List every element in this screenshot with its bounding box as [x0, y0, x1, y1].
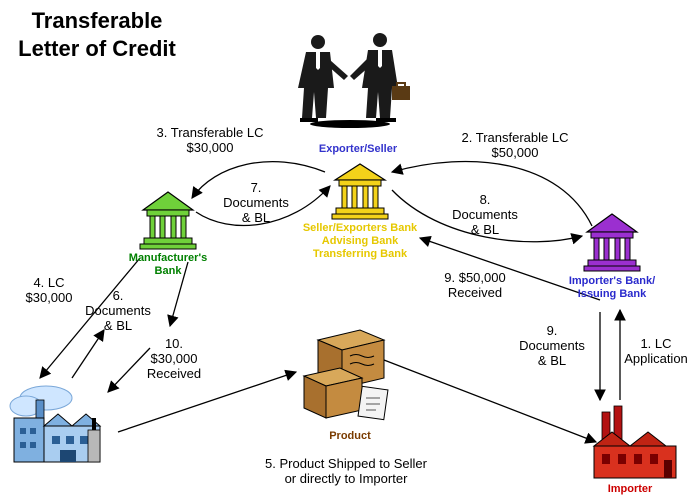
- importer-bank-label-line1: Importer's Bank/: [568, 275, 656, 287]
- manufacturer-bank-label-line1: Manufacturer's: [128, 252, 208, 264]
- flow-arrows: [39, 160, 626, 444]
- diagram-title-line2: Letter of Credit: [18, 36, 176, 61]
- step-6-line2: Documents: [85, 303, 151, 318]
- step-6-line3: & BL: [103, 318, 133, 333]
- importer-bank-label: Importer's Bank/ Issuing Bank: [552, 275, 672, 301]
- importer-label: Importer: [607, 483, 653, 495]
- step-9-documents-label: 9. Documents & BL: [512, 323, 592, 368]
- step-4-line1: 4. LC: [33, 275, 65, 290]
- manufacturer-bank-icon: [139, 191, 197, 250]
- arrow-step-7: [195, 185, 331, 227]
- arrow-step-5-in: [117, 369, 298, 433]
- importer-bank-icon: [583, 213, 641, 272]
- step-3-label: 3. Transferable LC $30,000: [135, 125, 285, 155]
- step-7-line2: Documents: [223, 195, 289, 210]
- step-8-label: 8. Documents & BL: [440, 192, 530, 237]
- exporter-label: Exporter/Seller: [318, 143, 398, 155]
- manufacturer-bank-label-line2: Bank: [154, 265, 182, 277]
- arrow-step-10-down: [167, 261, 189, 328]
- importer-bank-label-line2: Issuing Bank: [577, 288, 647, 300]
- advising-bank-label-line2: Advising Bank: [321, 235, 399, 247]
- step-6-line1: 6.: [112, 288, 124, 303]
- step-4-line2: $30,000: [25, 290, 73, 305]
- step-1-line1: 1. LC: [640, 336, 672, 351]
- step-10-line1: 10.: [164, 336, 184, 351]
- step-7-line3: & BL: [241, 210, 271, 225]
- step-2-line1: 2. Transferable LC: [461, 130, 569, 145]
- step-9-documents-line1: 9.: [546, 323, 558, 338]
- product-label: Product: [329, 430, 371, 442]
- step-10-label: 10. $30,000 Received: [134, 336, 214, 381]
- arrow-step-6: [71, 329, 105, 379]
- step-8-line2: Documents: [452, 207, 518, 222]
- step-5-line1: 5. Product Shipped to Seller: [265, 456, 427, 471]
- step-6-label: 6. Documents & BL: [78, 288, 158, 333]
- arrow-step-3: [191, 160, 326, 199]
- step-10-line2: $30,000: [150, 351, 198, 366]
- advising-bank-label: Seller/Exporters Bank Advising Bank Tran…: [280, 222, 440, 261]
- step-3-line1: 3. Transferable LC: [156, 125, 264, 140]
- step-8-line3: & BL: [470, 222, 500, 237]
- step-2-line2: $50,000: [491, 145, 539, 160]
- step-3-line2: $30,000: [186, 140, 234, 155]
- arrow-step-8: [391, 189, 584, 245]
- step-5-line2: or directly to Importer: [284, 471, 408, 486]
- step-7-label: 7. Documents & BL: [216, 180, 296, 225]
- step-9-documents-line2: Documents: [519, 338, 585, 353]
- product-boxes-icon: [302, 329, 389, 421]
- step-5-label: 5. Product Shipped to Seller or directly…: [246, 456, 446, 486]
- arrow-step-9-payment: [418, 235, 601, 301]
- arrow-step-2: [390, 160, 593, 227]
- step-2-label: 2. Transferable LC $50,000: [440, 130, 590, 160]
- advising-bank-label-line3: Transferring Bank: [312, 248, 408, 260]
- step-1-label: 1. LC Application: [618, 336, 694, 366]
- advising-bank-icon: [331, 163, 389, 220]
- handshake-icon: [298, 33, 410, 128]
- manufacturer-factory-icon: [9, 385, 102, 463]
- step-8-line1: 8.: [479, 192, 491, 207]
- importer-factory-icon: [592, 405, 677, 479]
- arrow-step-5-out: [383, 359, 598, 444]
- diagram-title-line1: Transferable: [31, 8, 163, 33]
- advising-bank-label-line1: Seller/Exporters Bank: [302, 222, 418, 234]
- manufacturer-bank-label: Manufacturer's Bank: [108, 252, 228, 278]
- step-9-documents-line3: & BL: [537, 353, 567, 368]
- step-10-line3: Received: [146, 366, 202, 381]
- step-4-label: 4. LC $30,000: [14, 275, 84, 305]
- step-9-payment-label: 9. $50,000 Received: [430, 270, 520, 300]
- step-1-line2: Application: [624, 351, 688, 366]
- step-7-line1: 7.: [250, 180, 262, 195]
- arrow-step-4: [39, 257, 141, 379]
- arrow-step-10: [107, 347, 151, 393]
- step-9-payment-line2: Received: [447, 285, 503, 300]
- step-9-payment-line1: 9. $50,000: [444, 270, 506, 285]
